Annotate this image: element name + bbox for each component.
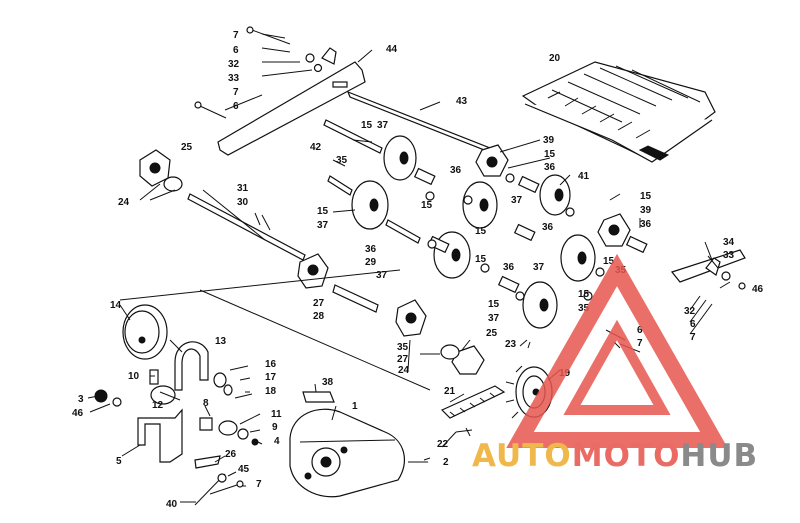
callout-25: 25 — [486, 328, 498, 339]
callout-1: 1 — [352, 401, 358, 412]
callout-37: 37 — [376, 270, 388, 281]
callout-36: 36 — [542, 222, 554, 233]
spacers-and-washers — [413, 167, 648, 301]
callout-7: 7 — [233, 87, 239, 98]
callout-11: 11 — [271, 409, 282, 420]
callout-46: 46 — [752, 284, 764, 295]
callout-5: 5 — [116, 456, 122, 467]
callout-9: 9 — [272, 422, 278, 433]
chaincase-cover — [289, 391, 428, 498]
callout-35: 35 — [397, 342, 409, 353]
callout-24: 24 — [398, 365, 410, 376]
leader-lines — [87, 33, 731, 503]
callout-37: 37 — [377, 120, 389, 131]
callout-33: 33 — [228, 73, 240, 84]
shafts — [187, 90, 494, 313]
callout-37: 37 — [511, 195, 523, 206]
callout-15: 15 — [488, 299, 500, 310]
bearing-flanges — [139, 144, 631, 375]
callout-24: 24 — [118, 197, 130, 208]
callout-15: 15 — [361, 120, 373, 131]
callout-16: 16 — [265, 359, 277, 370]
callout-15: 15 — [475, 254, 487, 265]
callout-15: 15 — [475, 226, 487, 237]
callout-39: 39 — [640, 205, 652, 216]
callout-6: 6 — [690, 319, 696, 330]
callout-41: 41 — [578, 171, 590, 182]
watermark-text-auto: AUTO — [472, 438, 572, 474]
idler-wheels — [351, 135, 596, 329]
callout-39: 39 — [543, 135, 555, 146]
callout-36: 36 — [640, 219, 652, 230]
callout-15: 15 — [640, 191, 652, 202]
callout-36: 36 — [450, 165, 462, 176]
callout-20: 20 — [549, 53, 561, 64]
callout-15: 15 — [544, 149, 556, 160]
callout-3: 3 — [78, 394, 84, 405]
callout-2: 2 — [443, 457, 449, 468]
callout-15: 15 — [317, 206, 329, 217]
callout-18: 18 — [265, 386, 277, 397]
callout-31: 31 — [237, 183, 249, 194]
callout-36: 36 — [503, 262, 515, 273]
watermark-triangle-logo — [506, 253, 728, 448]
callout-15: 15 — [603, 256, 615, 267]
callout-6: 6 — [637, 325, 643, 336]
callout-32: 32 — [684, 306, 696, 317]
callout-46: 46 — [72, 408, 84, 419]
callout-43: 43 — [456, 96, 468, 107]
drive-components — [94, 304, 259, 506]
watermark-text-hub: HUB — [680, 438, 759, 474]
callout-4: 4 — [274, 436, 280, 447]
callout-23: 23 — [505, 339, 517, 350]
callout-40: 40 — [166, 499, 178, 510]
callout-7: 7 — [256, 479, 262, 490]
watermark-text-moto: MOTO — [571, 438, 681, 474]
callout-25: 25 — [181, 142, 193, 153]
callout-30: 30 — [237, 197, 249, 208]
callout-35: 35 — [578, 303, 590, 314]
callout-12: 12 — [152, 400, 164, 411]
callout-36: 36 — [544, 162, 556, 173]
callout-27: 27 — [313, 298, 325, 309]
right-support-plate — [619, 249, 746, 353]
callout-35: 35 — [336, 155, 348, 166]
callout-34: 34 — [723, 237, 735, 248]
callout-37: 37 — [533, 262, 545, 273]
callout-38: 38 — [322, 377, 334, 388]
callout-7: 7 — [690, 332, 696, 343]
callout-22: 22 — [437, 439, 449, 450]
watermark-logotype: AUTOMOTOHUB — [472, 438, 758, 474]
callout-28: 28 — [313, 311, 325, 322]
callout-15: 15 — [421, 200, 433, 211]
callout-42: 42 — [310, 142, 322, 153]
callout-26: 26 — [225, 449, 237, 460]
callout-10: 10 — [128, 371, 140, 382]
callout-17: 17 — [265, 372, 277, 383]
callout-27: 27 — [397, 354, 409, 365]
callout-6: 6 — [233, 45, 239, 56]
callout-7: 7 — [233, 30, 239, 41]
track-assembly — [521, 61, 716, 163]
callout-13: 13 — [215, 336, 227, 347]
upper-support-plate — [194, 26, 366, 156]
callout-37: 37 — [317, 220, 329, 231]
callout-labels: 7 6 32 33 7 6 44 20 43 15 37 42 35 39 15… — [72, 30, 764, 510]
callout-37: 37 — [488, 313, 500, 324]
callout-45: 45 — [238, 464, 250, 475]
callout-14: 14 — [110, 300, 122, 311]
callout-21: 21 — [444, 386, 456, 397]
callout-29: 29 — [365, 257, 377, 268]
callout-44: 44 — [386, 44, 398, 55]
callout-15: 15 — [578, 289, 590, 300]
callout-32: 32 — [228, 59, 240, 70]
callout-6: 6 — [233, 101, 239, 112]
callout-7: 7 — [637, 338, 643, 349]
callout-36: 36 — [365, 244, 377, 255]
callout-33: 33 — [723, 250, 735, 261]
callout-8: 8 — [203, 398, 209, 409]
